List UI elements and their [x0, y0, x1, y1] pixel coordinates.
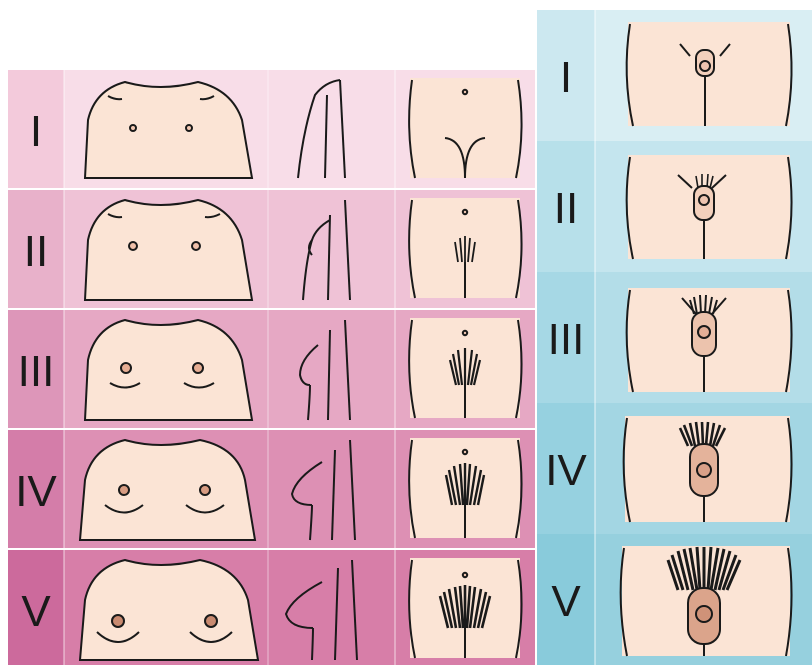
female-panel: I II III IV V: [8, 70, 535, 665]
female-stage-4-front-torso: [80, 440, 255, 540]
male-stage-label-4: IV: [545, 446, 587, 495]
female-stage-1-pubic-view: [409, 78, 521, 178]
male-stage-1-genital-view: [627, 22, 792, 126]
female-stage-3-pubic-view: [409, 318, 521, 418]
male-stage-3-genital-view: [627, 288, 792, 392]
male-stage-label-3: III: [548, 315, 585, 364]
male-stage-label-5: V: [551, 577, 581, 626]
male-stage-label-2: II: [554, 184, 578, 233]
female-stage-label-1: I: [30, 107, 42, 156]
female-stage-2-front-torso: [85, 200, 252, 300]
female-stage-1-front-torso: [85, 82, 252, 178]
female-stage-label-5: V: [21, 587, 51, 636]
female-stage-2-pubic-view: [409, 198, 521, 298]
female-stage-5-pubic-view: [409, 558, 521, 658]
female-stage-label-3: III: [18, 347, 55, 396]
female-stage-label-2: II: [24, 227, 48, 276]
male-panel: I II III IV V: [537, 10, 812, 665]
female-stage-label-4: IV: [15, 467, 57, 516]
male-stage-2-genital-view: [627, 155, 792, 259]
female-stage-3-front-torso: [85, 320, 252, 420]
female-stage-5-front-torso: [80, 560, 258, 660]
male-stage-label-1: I: [560, 53, 572, 102]
male-stage-5-genital-view: [621, 546, 792, 656]
female-stage-4-pubic-view: [409, 438, 521, 538]
male-stage-4-genital-view: [624, 416, 792, 522]
